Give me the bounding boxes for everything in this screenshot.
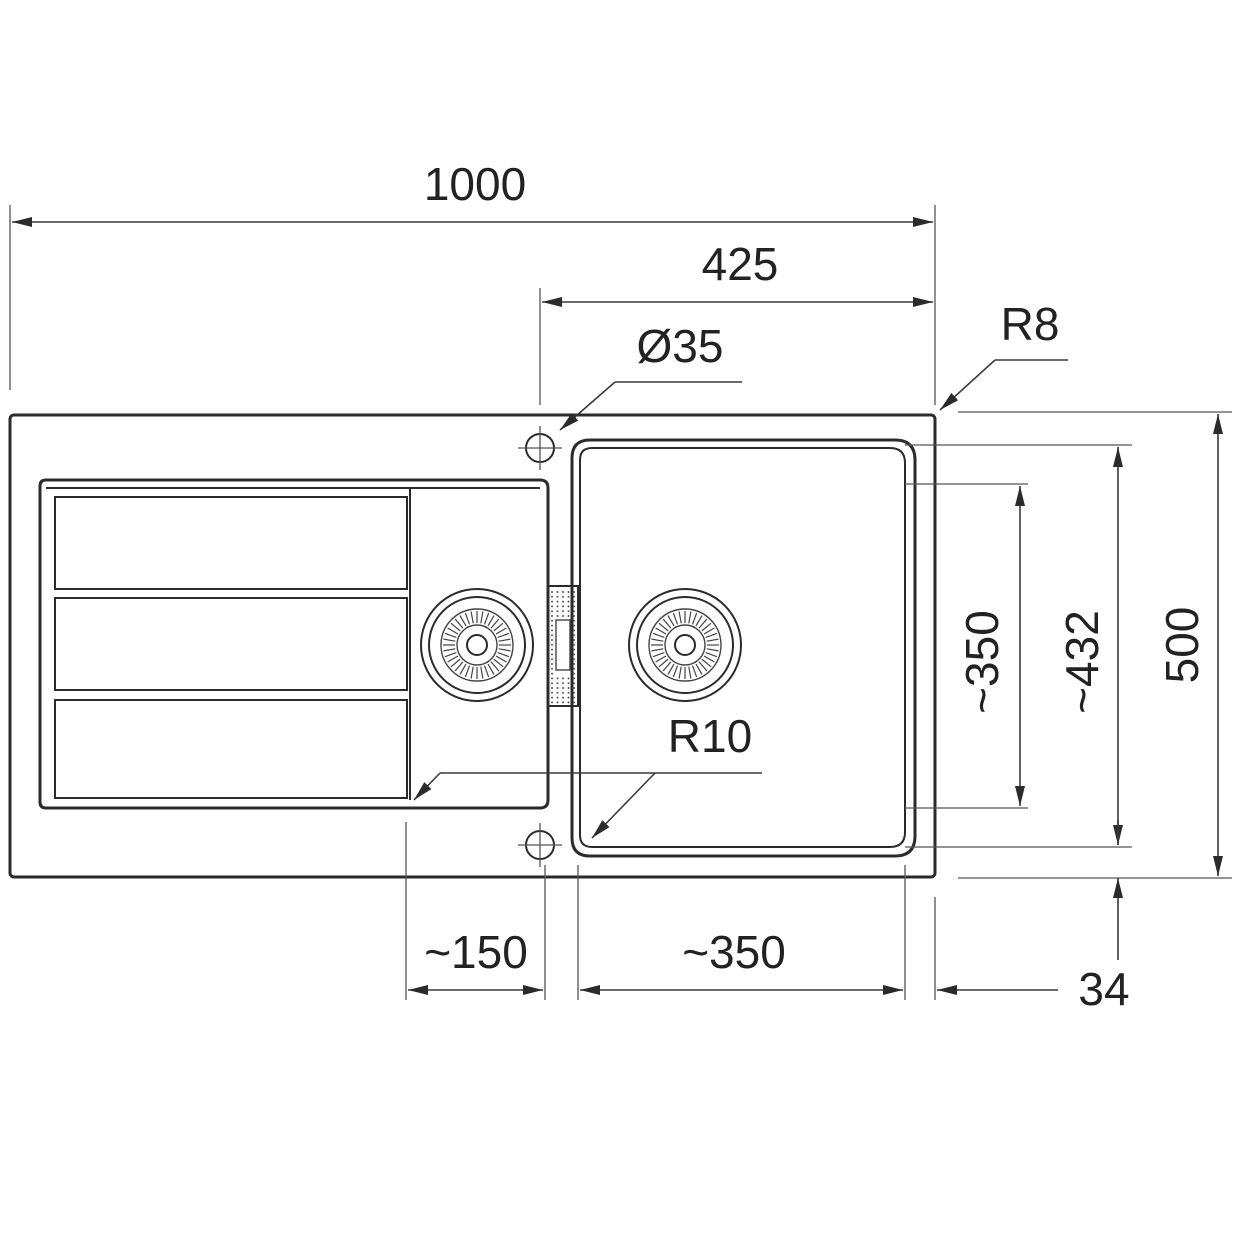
- label-outer-radius: R8: [1001, 298, 1060, 350]
- drainer-rib-3: [54, 699, 408, 799]
- leader-arrow-outer-radius: [939, 359, 996, 411]
- label-bowl-height-outer: ~432: [1056, 610, 1108, 714]
- main-bowl: [570, 438, 917, 858]
- label-tap-hole: Ø35: [637, 320, 724, 372]
- label-overall-depth: 500: [1156, 607, 1208, 684]
- label-bowl-height-inner: ~350: [956, 610, 1008, 714]
- drainer-area: [38, 478, 550, 810]
- strainer-waste-icon: [420, 588, 534, 702]
- drainer-rib-1: [54, 496, 408, 590]
- tap-hole-marker-icon: [518, 426, 562, 470]
- overflow-grille-icon: [547, 585, 579, 707]
- main-bowl-inner-edge: [579, 447, 906, 848]
- drainer-ribs: [54, 496, 408, 799]
- sink-outline: [8, 413, 937, 879]
- tap-hole-marker-icon: [518, 823, 562, 867]
- label-overall-width: 1000: [424, 158, 526, 210]
- strainer-waste-icon: [628, 588, 742, 702]
- label-rim-offset: 34: [1078, 963, 1129, 1015]
- drainer-rib-2: [54, 597, 408, 691]
- leader-arrow-tap-hole: [559, 381, 616, 431]
- label-bowl-offset: 425: [702, 238, 779, 290]
- leader-arrow-inner-radius: [413, 772, 441, 801]
- leader-arrow-inner-radius: [591, 772, 656, 839]
- label-main-bowl-width: ~350: [682, 926, 786, 978]
- label-drainer-bowl-width: ~150: [424, 926, 528, 978]
- label-inner-radius: R10: [668, 710, 752, 762]
